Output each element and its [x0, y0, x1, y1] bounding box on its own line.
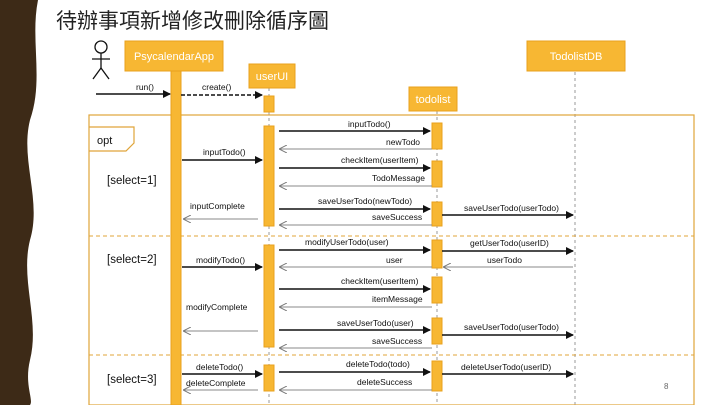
participant-userui-label: userUI [256, 71, 288, 83]
participant-userui: userUI [248, 63, 296, 89]
msg-delete-user-todo-label: deleteUserTodo(userID) [461, 362, 551, 372]
msg-modify-user-todo-label: modifyUserTodo(user) [305, 237, 389, 247]
msg-delete-success-label: deleteSuccess [357, 377, 412, 387]
msg-save-db-1-label: saveUserTodo(userTodo) [464, 203, 559, 213]
userui-activation-3 [263, 364, 275, 392]
msg-modify-complete-label: modifyComplete [186, 302, 248, 312]
todolist-activation-3 [431, 201, 443, 227]
msg-save-user-label: saveUserTodo(user) [337, 318, 414, 328]
opt-frame [88, 114, 695, 405]
left-decorative-band [0, 0, 38, 405]
todolist-activation-1 [431, 122, 443, 150]
participant-app: PsycalendarApp [124, 40, 224, 72]
msg-new-todo-label: newTodo [386, 137, 420, 147]
slide-title: 待辦事項新增修改刪除循序圖 [56, 9, 329, 33]
msg-save-success-1-label: saveSuccess [372, 212, 422, 222]
todolist-activation-7 [431, 360, 443, 392]
msg-todo-message-label: TodoMessage [372, 173, 425, 183]
msg-save-success-2-label: saveSuccess [372, 336, 422, 346]
msg-run-label: run() [136, 82, 154, 92]
msg-input-todo-b-label: inputTodo() [203, 147, 246, 157]
msg-save-db-2-label: saveUserTodo(userTodo) [464, 322, 559, 332]
todolist-activation-4 [431, 239, 443, 269]
msg-delete-todo-a-label: deleteTodo() [196, 362, 243, 372]
userui-activation-create [263, 95, 275, 113]
msg-delete-complete-label: deleteComplete [186, 378, 246, 388]
todolist-activation-6 [431, 317, 443, 345]
msg-delete-todo-b-label: deleteTodo(todo) [346, 359, 410, 369]
msg-user-label: user [386, 255, 403, 265]
msg-check-item-2-label: checkItem(userItem) [341, 276, 419, 286]
userui-activation-2 [263, 244, 275, 348]
msg-item-message-label: itemMessage [372, 294, 423, 304]
userui-activation-1 [263, 125, 275, 227]
msg-get-user-todo-label: getUserTodo(userID) [470, 238, 549, 248]
msg-modify-todo-label: modifyTodo() [196, 255, 245, 265]
msg-create-label: create() [202, 82, 231, 92]
app-activation [170, 70, 182, 405]
participant-db-label: TodolistDB [550, 51, 603, 63]
guard-select-1: [select=1] [107, 175, 157, 187]
todolist-activation-2 [431, 160, 443, 188]
participant-db: TodolistDB [526, 40, 626, 72]
todolist-activation-5 [431, 276, 443, 304]
participant-todolist-label: todolist [416, 94, 451, 106]
opt-frame-label: opt [97, 135, 112, 147]
participant-todolist: todolist [408, 86, 458, 112]
opt-frame-tab [89, 126, 135, 152]
msg-check-item-1-label: checkItem(userItem) [341, 155, 419, 165]
guard-select-2: [select=2] [107, 254, 157, 266]
msg-user-todo-label: userTodo [487, 255, 522, 265]
page-number: 8 [664, 382, 669, 391]
guard-select-3: [select=3] [107, 374, 157, 386]
stick-figure-icon [92, 40, 110, 80]
msg-input-todo-a-label: inputTodo() [348, 119, 391, 129]
msg-save-new-label: saveUserTodo(newTodo) [318, 196, 412, 206]
participant-app-label: PsycalendarApp [134, 51, 214, 63]
msg-input-complete-label: inputComplete [190, 201, 245, 211]
